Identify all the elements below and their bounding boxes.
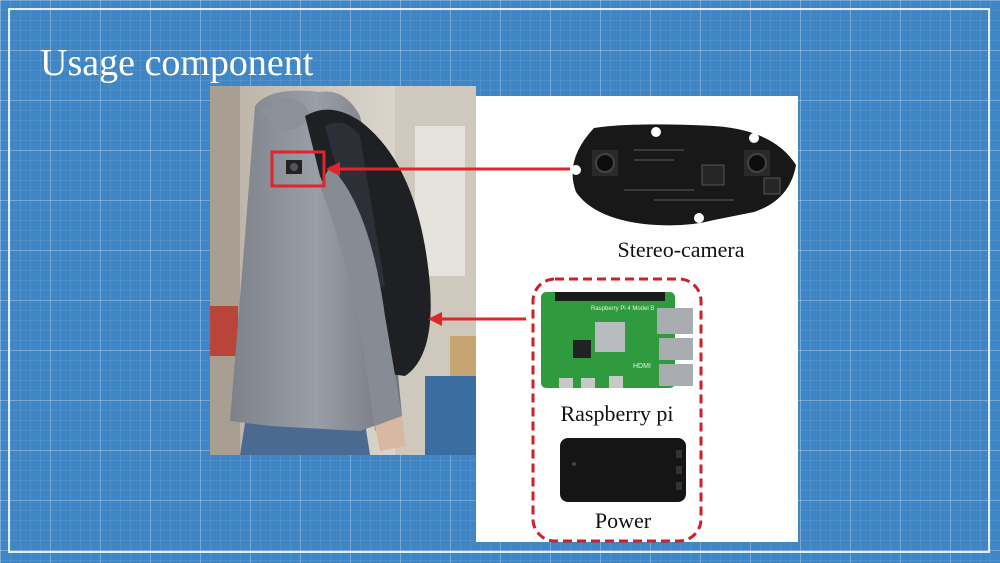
component-group-frame — [531, 277, 703, 543]
slide-border — [8, 8, 990, 553]
power-label: Power — [594, 508, 652, 533]
board-model-text: Raspberry Pi 4 Model B — [591, 306, 654, 312]
power-bank — [560, 438, 686, 502]
stereo-camera-label: Stereo-camera — [617, 237, 745, 262]
stereo-camera-board — [571, 124, 796, 226]
slide-title: Usage component — [40, 42, 314, 84]
person-backpack-photo — [210, 86, 476, 455]
component-panel: Stereo-camera HDMI Raspberry Pi 4 Model … — [476, 96, 798, 543]
raspberry-pi-board: HDMI Raspberry Pi 4 Model B — [541, 292, 693, 388]
raspberry-pi-label: Raspberry pi — [560, 401, 674, 426]
hdmi-board-text: HDMI — [633, 363, 651, 370]
